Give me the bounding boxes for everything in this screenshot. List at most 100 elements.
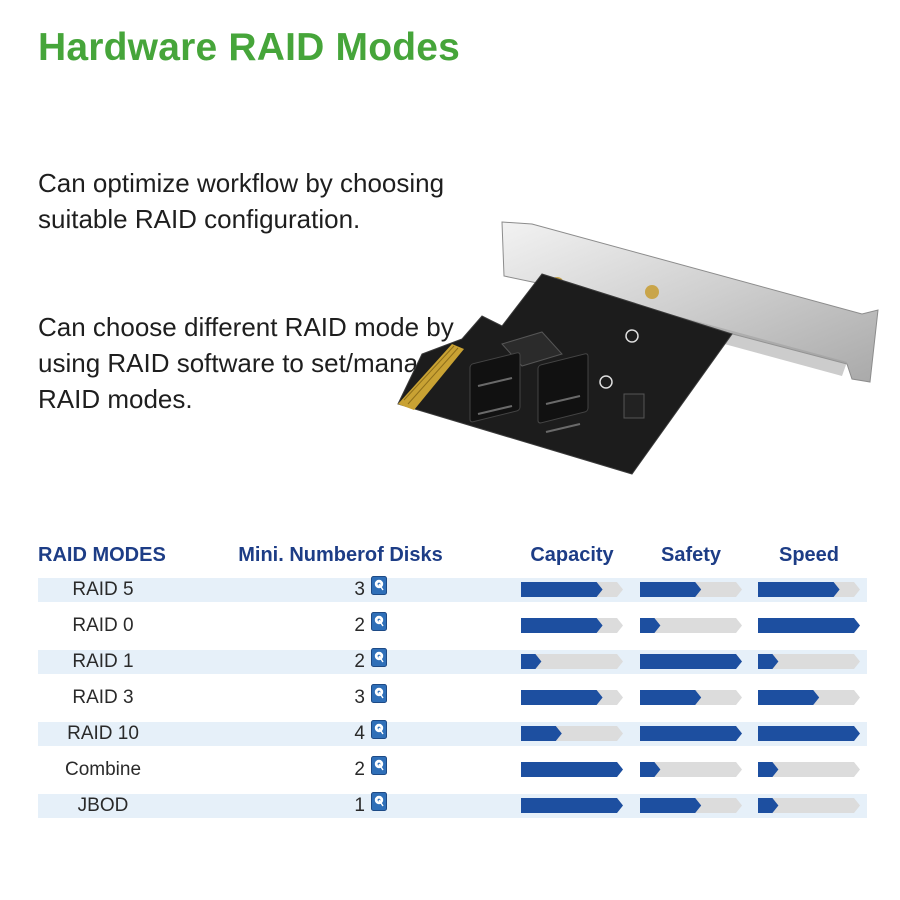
safety-bar-track <box>640 762 742 778</box>
safety-rating-bar <box>640 762 742 778</box>
capacity-rating-bar <box>521 798 623 814</box>
capacity-rating-bar <box>521 618 623 634</box>
speed-rating-bar <box>758 690 860 706</box>
table-row: RAID 5 3 <box>38 572 867 608</box>
min-disks-cell: 3 <box>168 572 513 608</box>
safety-cell <box>631 644 751 680</box>
speed-rating-bar <box>758 762 860 778</box>
hard-disk-icon <box>371 647 387 667</box>
min-disks-value: 2 <box>354 615 365 636</box>
header-safety: Safety <box>660 543 722 566</box>
intro-paragraph-workflow: Can optimize workflow by choosing suitab… <box>38 168 445 234</box>
table-row: RAID 10 4 <box>38 716 867 752</box>
speed-bar-fill <box>758 618 860 634</box>
capacity-rating-bar <box>521 762 623 778</box>
safety-bar-fill <box>640 762 661 778</box>
table-row: Combine 2 <box>38 752 867 788</box>
table-header-row: RAID MODES Mini. Numberof Disks Capacity… <box>38 538 867 572</box>
speed-cell <box>751 572 867 608</box>
safety-cell <box>631 608 751 644</box>
speed-cell <box>751 680 867 716</box>
capacity-bar-fill <box>521 618 603 634</box>
safety-bar-fill <box>640 618 661 634</box>
capacity-bar-fill <box>521 762 623 778</box>
header-capacity: Capacity <box>530 543 614 566</box>
safety-rating-bar <box>640 798 742 814</box>
capacity-bar-track <box>521 654 623 670</box>
capacity-bar-fill <box>521 798 623 814</box>
speed-bar-fill <box>758 798 779 814</box>
capacity-rating-bar <box>521 654 623 670</box>
safety-rating-bar <box>640 690 742 706</box>
speed-rating-bar <box>758 618 860 634</box>
min-disks-value: 1 <box>354 795 365 816</box>
capacity-cell <box>513 608 631 644</box>
safety-cell <box>631 572 751 608</box>
table-row: RAID 0 2 <box>38 608 867 644</box>
min-disks-cell: 1 <box>168 788 513 824</box>
intro-paragraph-software: Can choose different RAID mode by using … <box>38 312 454 414</box>
speed-cell <box>751 788 867 824</box>
speed-rating-bar <box>758 726 860 742</box>
header-speed: Speed <box>778 543 840 566</box>
speed-rating-bar <box>758 798 860 814</box>
min-disks-cell: 3 <box>168 680 513 716</box>
min-disks-value: 4 <box>354 723 365 744</box>
speed-cell <box>751 608 867 644</box>
capacity-cell <box>513 644 631 680</box>
safety-cell <box>631 680 751 716</box>
speed-rating-bar <box>758 654 860 670</box>
hard-disk-icon <box>371 683 387 703</box>
safety-rating-bar <box>640 726 742 742</box>
capacity-bar-fill <box>521 582 603 598</box>
capacity-bar-fill <box>521 726 562 742</box>
speed-cell <box>751 716 867 752</box>
capacity-cell <box>513 572 631 608</box>
hard-disk-icon <box>371 755 387 775</box>
min-disks-cell: 2 <box>168 608 513 644</box>
raid-mode-name: JBOD <box>38 788 168 824</box>
page-title: Hardware RAID Modes <box>38 26 461 69</box>
safety-bar-fill <box>640 798 702 814</box>
speed-bar-fill <box>758 762 779 778</box>
speed-bar-fill <box>758 582 840 598</box>
safety-bar-fill <box>640 690 702 706</box>
header-min-disks: Mini. Numberof Disks <box>238 543 443 566</box>
hard-disk-icon <box>371 575 387 595</box>
raid-mode-name: RAID 0 <box>72 615 134 636</box>
speed-bar-track <box>758 654 860 670</box>
hard-disk-icon <box>371 719 387 739</box>
capacity-rating-bar <box>521 690 623 706</box>
speed-bar-fill <box>758 654 779 670</box>
safety-bar-fill <box>640 726 742 742</box>
min-disks-value: 3 <box>354 579 365 600</box>
min-disks-cell: 2 <box>168 752 513 788</box>
hard-disk-icon <box>371 791 387 811</box>
safety-bar-fill <box>640 654 742 670</box>
min-disks-value: 3 <box>354 687 365 708</box>
speed-bar-fill <box>758 690 820 706</box>
safety-bar-fill <box>640 582 702 598</box>
safety-cell <box>631 788 751 824</box>
raid-mode-name: Combine <box>64 759 142 780</box>
safety-cell <box>631 752 751 788</box>
raid-controller-card-image <box>397 221 879 475</box>
safety-cell <box>631 716 751 752</box>
raid-mode-name: RAID 5 <box>38 572 168 608</box>
table-row: JBOD 1 <box>38 788 867 824</box>
hard-disk-icon <box>371 611 387 631</box>
capacity-bar-fill <box>521 654 542 670</box>
speed-cell <box>751 644 867 680</box>
raid-mode-name: RAID 10 <box>38 716 168 752</box>
capacity-cell <box>513 716 631 752</box>
capacity-cell <box>513 752 631 788</box>
safety-bar-track <box>640 618 742 634</box>
speed-bar-track <box>758 762 860 778</box>
min-disks-cell: 2 <box>168 644 513 680</box>
min-disks-cell: 4 <box>168 716 513 752</box>
safety-rating-bar <box>640 618 742 634</box>
capacity-cell <box>513 788 631 824</box>
min-disks-value: 2 <box>354 759 365 780</box>
